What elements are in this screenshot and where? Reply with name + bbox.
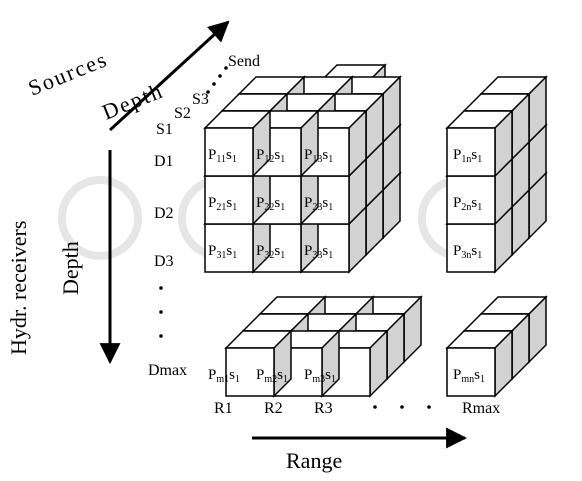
source-label-3: S3 (192, 91, 209, 108)
main-block-d0-r2c0-front (204, 223, 254, 273)
main-block-d0-r1c0-front (204, 175, 254, 225)
source-ellipsis-dots (206, 66, 228, 94)
cell-label-m3: Pm3s1 (304, 367, 336, 385)
cell-label-mn: Pmns1 (453, 367, 485, 385)
cell-label-23: P23s1 (304, 195, 333, 213)
receivers-depth-label: Depth (58, 241, 83, 295)
range-col-label-r3: R3 (314, 400, 333, 417)
cell-label-21: P21s1 (208, 195, 237, 213)
cell-label-33: P33s1 (304, 243, 333, 261)
cell-label-32: P32s1 (256, 243, 285, 261)
source-label-2: S2 (174, 105, 191, 122)
range-axis-label: Range (286, 448, 342, 473)
cell-label-13: P13s1 (304, 147, 333, 165)
depth-row-label-d3: D3 (154, 253, 174, 270)
depth-ellipsis-dots (159, 286, 163, 338)
range-ellipsis-dots (373, 405, 431, 409)
depth-row-label-dmax: Dmax (148, 362, 187, 379)
depth-row-label-d1: D1 (154, 153, 174, 170)
source-label-send: Send (228, 53, 260, 70)
cell-label-11: P11s1 (208, 147, 237, 165)
cell-label-31: P31s1 (208, 243, 237, 261)
cell-label-m1: Pm1s1 (208, 367, 240, 385)
receivers-axis-label: Hydr. receivers (6, 221, 31, 355)
cell-label-1n: P1ns1 (453, 147, 482, 165)
sources-arrow (108, 20, 230, 132)
cell-label-22: P22s1 (256, 195, 285, 213)
range-col-label-r2: R2 (264, 400, 283, 417)
sources-axis-label: Sources (25, 46, 112, 101)
depth-top-axis-label: Depth (99, 78, 167, 125)
range-col-label-rmax: Rmax (462, 400, 500, 417)
range-col-label-r1: R1 (214, 400, 233, 417)
rmax-top-block-d0-r2c0-front (446, 223, 496, 273)
bottom-block-d0-r0c0-front (225, 347, 275, 397)
cell-label-12: P12s1 (256, 147, 285, 165)
cell-label-3n: P3ns1 (453, 243, 482, 261)
cell-label-2n: P2ns1 (453, 195, 482, 213)
source-label-1: S1 (156, 121, 173, 138)
depth-row-label-d2: D2 (154, 205, 174, 222)
rmax-top-block-d0-r0c0-front (446, 127, 496, 177)
rmax-bottom-block-d0-r0c0-front (446, 347, 496, 397)
cell-label-m2: Pm2s1 (256, 367, 288, 385)
main-block-d0-r0c0-front (204, 127, 254, 177)
